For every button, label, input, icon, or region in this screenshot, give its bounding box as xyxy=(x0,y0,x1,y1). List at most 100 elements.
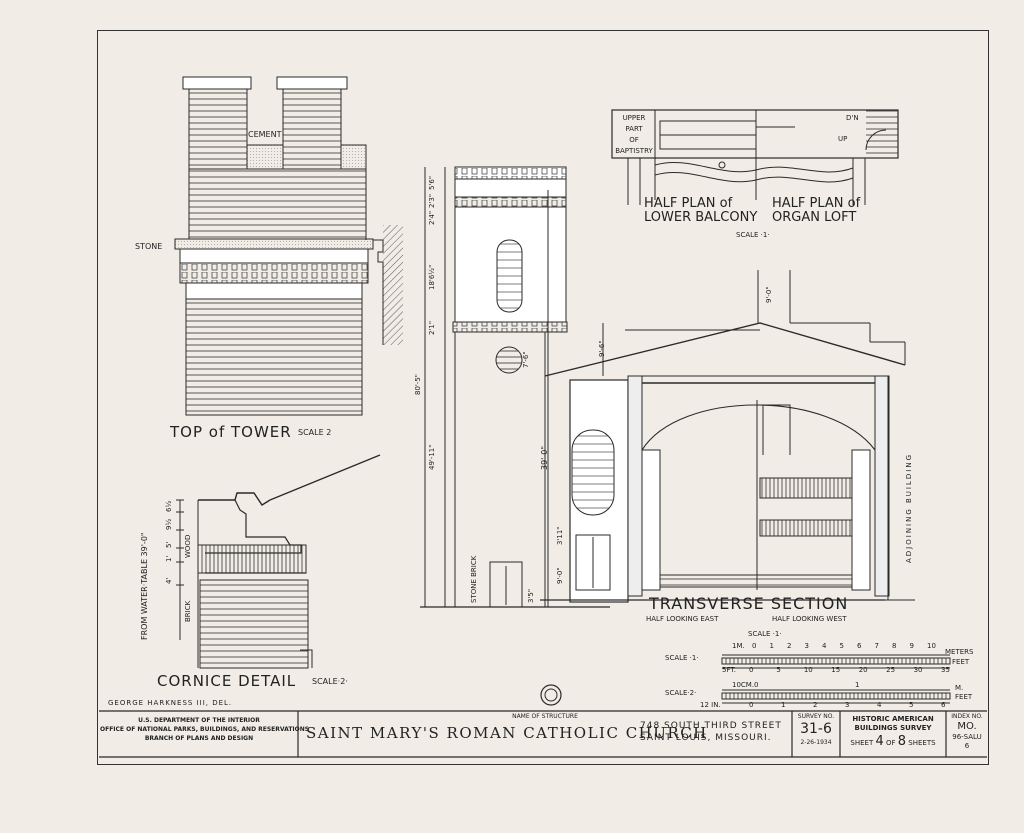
index-state: MO. xyxy=(957,721,977,732)
cornice-detail-drawing xyxy=(176,454,381,669)
feet-tick-3: 15 xyxy=(831,666,841,674)
feet-tick-7: 35 xyxy=(941,666,950,674)
habs-line-2: BUILDINGS SURVEY xyxy=(854,724,932,732)
top-of-tower-title: TOP of TOWER xyxy=(170,423,292,441)
elev-dim-2: 2'3" xyxy=(428,193,436,208)
meter-tick-10: 10 xyxy=(927,642,936,650)
name-of-structure-label: NAME OF STRUCTURE xyxy=(512,713,578,720)
upper-part-line-1: UPPER xyxy=(622,114,646,122)
index-number: 6 xyxy=(964,742,970,750)
feet-tick-4: 20 xyxy=(858,666,868,674)
elev-dim-10: 3'11" xyxy=(556,526,564,545)
feet-tick-2: 10 xyxy=(803,666,813,674)
top-of-tower-drawing xyxy=(174,76,403,416)
scale2-feet-tick-6: 6 xyxy=(941,701,946,709)
survey-seal xyxy=(540,684,562,706)
sheets-label: SHEETS xyxy=(908,739,936,747)
scale-2-cm-prefix: 10CM.0 xyxy=(732,681,759,689)
elev-dim-11: 9'-0" xyxy=(556,567,564,584)
transverse-section-drawing xyxy=(540,270,915,603)
scale2-feet-tick-4: 4 xyxy=(877,701,882,709)
scale-1-feet-prefix: 5FT. xyxy=(722,666,737,674)
meter-tick-2: 2 xyxy=(787,642,792,650)
scale2-feet-tick-3: 3 xyxy=(845,701,850,709)
title-block-lines xyxy=(99,710,987,758)
cornice-detail-scale: SCALE·2· xyxy=(312,677,348,686)
feet-label-1: FEET xyxy=(952,658,970,666)
tower-elevation-drawing xyxy=(420,166,610,608)
survey-date: 2-26-1934 xyxy=(800,739,832,746)
stone-label: STONE xyxy=(135,242,163,251)
elev-dim-1: 5'6" xyxy=(428,175,436,190)
half-plans-scale: SCALE ·1· xyxy=(736,231,770,239)
half-plans-drawing xyxy=(611,109,899,205)
wood-label: WOOD xyxy=(184,534,192,558)
feet-tick-6: 30 xyxy=(913,666,923,674)
from-water-table-label: FROM WATER·TABLE 39'-0" xyxy=(140,532,149,640)
m-label: M. xyxy=(955,684,964,692)
meter-tick-6: 6 xyxy=(857,642,862,650)
elev-dim-9: 39'-0" xyxy=(540,445,549,470)
up-label: UP xyxy=(838,135,848,143)
scale2-feet-tick-2: 2 xyxy=(813,701,818,709)
structure-name: SAINT MARY'S ROMAN CATHOLIC CHURCH xyxy=(306,724,708,742)
agency-line-1: U.S. DEPARTMENT OF THE INTERIOR xyxy=(138,717,260,724)
half-looking-west-label: HALF LOOKING WEST xyxy=(772,615,847,623)
half-looking-east-label: HALF LOOKING EAST xyxy=(646,615,719,623)
upper-part-label: UPPER PART OF BAPTISTRY xyxy=(614,113,654,157)
meter-tick-3: 3 xyxy=(804,642,809,650)
half-plan-right-title-2: ORGAN LOFT xyxy=(772,210,857,225)
half-plan-left-title-1: HALF PLAN of xyxy=(644,196,733,211)
elev-dim-3: 2'4" xyxy=(428,210,436,225)
stone-brick-label: STONE BRICK xyxy=(470,555,478,603)
sheet-count: SHEET 4 OF 8 SHEETS xyxy=(841,734,945,749)
meter-tick-9: 9 xyxy=(909,642,914,650)
upper-part-line-3: OF xyxy=(629,136,639,144)
sheet-total: 8 xyxy=(897,734,907,749)
upper-part-line-2: PART xyxy=(625,125,643,133)
upper-part-line-4: BAPTISTRY xyxy=(615,147,653,155)
meter-tick-0: 0 xyxy=(752,642,757,650)
scale-2-in-prefix: 12 IN. xyxy=(700,701,721,709)
index-code: 96-SALU xyxy=(952,733,982,741)
cornice-dim-5: 4' xyxy=(165,577,173,584)
meter-tick-7: 7 xyxy=(874,642,879,650)
meter-tick-4: 4 xyxy=(822,642,827,650)
transverse-section-title: TRANSVERSE SECTION xyxy=(649,594,849,613)
cornice-detail-title: CORNICE DETAIL xyxy=(157,672,297,690)
sheet-number: 4 xyxy=(875,734,884,749)
meters-label: METERS xyxy=(945,648,974,656)
elev-dim-5: 18'6½" xyxy=(428,264,436,290)
agency-line-2: OFFICE OF NATIONAL PARKS, BUILDINGS, AND… xyxy=(100,726,310,733)
elev-dim-12: 3'5" xyxy=(527,588,535,603)
habs-line-1: HISTORIC AMERICAN xyxy=(852,715,934,723)
feet-label-2: FEET xyxy=(955,693,973,701)
agency-line-3: BRANCH OF PLANS AND DESIGN xyxy=(144,735,254,742)
elev-dim-13: 7'-6" xyxy=(522,351,530,368)
scale-1-metric-prefix: 1M. xyxy=(732,642,745,650)
scale-2-label: SCALE·2· xyxy=(665,689,697,697)
feet-tick-1: 5 xyxy=(776,666,781,674)
scale2-feet-tick-5: 5 xyxy=(909,701,914,709)
scale-1-label: SCALE ·1· xyxy=(665,654,699,662)
address-line-2: SAINT LOUIS, MISSOURI. xyxy=(640,733,772,743)
meter-tick-8: 8 xyxy=(892,642,897,650)
cornice-dim-3: 5' xyxy=(165,541,173,548)
cornice-dim-1: 6½ xyxy=(165,500,173,512)
elev-dim-7: 80'-5" xyxy=(414,373,422,395)
brick-label: BRICK xyxy=(184,600,192,622)
delineator-credit: GEORGE HARKNESS III, DEL. xyxy=(108,699,233,707)
scale2-feet-tick-1: 1 xyxy=(781,701,786,709)
elev-dim-14: 9'-6" xyxy=(598,340,606,357)
sheet-of: OF xyxy=(886,739,896,747)
graphic-scales xyxy=(721,654,951,704)
cornice-dim-2: 9½ xyxy=(165,518,173,530)
scale2-feet-tick-0: 0 xyxy=(749,701,754,709)
elev-dim-6: 2'1" xyxy=(428,320,436,335)
half-plan-left-title-2: LOWER BALCONY xyxy=(644,210,758,225)
survey-no: 31-6 xyxy=(800,721,832,737)
meter-tick-1: 1 xyxy=(769,642,774,650)
cement-label: CEMENT xyxy=(248,130,282,139)
elev-dim-8: 49'-11" xyxy=(428,444,436,470)
